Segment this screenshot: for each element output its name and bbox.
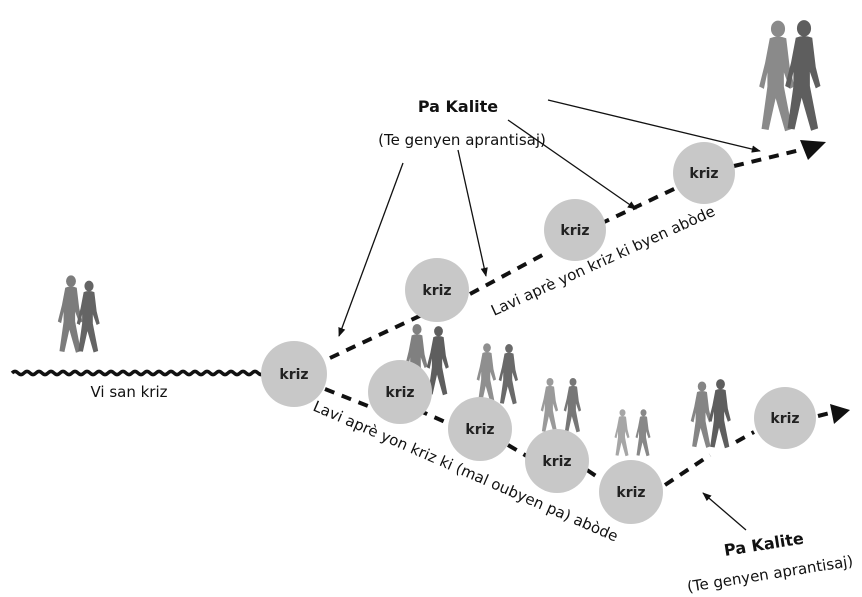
- crisis-circle-lower-1: kriz: [368, 360, 432, 424]
- crisis-circle-upper-1: kriz: [405, 258, 469, 322]
- no-crisis-wavy-line: [10, 369, 266, 377]
- couple-lower-path-2: [476, 343, 518, 405]
- crisis-circle-lower-3: kriz: [525, 429, 589, 493]
- crisis-circle-lower-4: kriz: [599, 460, 663, 524]
- lower-path-arrowhead: [830, 404, 850, 424]
- crisis-circle-lower-2: kriz: [448, 397, 512, 461]
- upper-path-arrowhead: [800, 140, 826, 160]
- couple-no-crisis: [57, 275, 100, 353]
- quality-label-upper: Pa Kalite (Te genyen aprantisaj): [378, 97, 546, 149]
- svg-text:kriz: kriz: [560, 223, 589, 239]
- svg-text:kriz: kriz: [542, 454, 571, 470]
- crisis-circle-start: kriz: [261, 341, 327, 407]
- crisis-circle-lower-5: kriz: [754, 387, 816, 449]
- svg-text:Pa Kalite: Pa Kalite: [723, 529, 805, 560]
- couple-lower-path-3: [540, 378, 582, 433]
- svg-text:(Te genyen aprantisaj): (Te genyen aprantisaj): [378, 131, 546, 149]
- svg-text:kriz: kriz: [689, 166, 718, 182]
- svg-text:kriz: kriz: [422, 283, 451, 299]
- couple-lower-path-recovery: [690, 379, 731, 449]
- couple-lower-path-4: [614, 409, 651, 457]
- svg-text:kriz: kriz: [465, 422, 494, 438]
- svg-text:kriz: kriz: [385, 385, 414, 401]
- quality-label-lower: Pa Kalite (Te genyen aprantisaj): [686, 529, 855, 596]
- svg-text:kriz: kriz: [616, 485, 645, 501]
- quality-arrows-upper: [338, 99, 761, 337]
- no-crisis-caption: Vi san kriz: [90, 383, 167, 401]
- upper-dashed-path: [329, 148, 801, 360]
- couple-upper-path-end: [759, 20, 821, 132]
- crisis-circle-upper-2: kriz: [544, 199, 606, 261]
- svg-text:Pa Kalite: Pa Kalite: [418, 97, 498, 116]
- svg-text:kriz: kriz: [770, 411, 799, 427]
- quality-arrow-lower: [702, 492, 747, 531]
- crisis-circle-upper-3: kriz: [673, 142, 735, 204]
- svg-text:(Te genyen aprantisaj): (Te genyen aprantisaj): [686, 552, 855, 596]
- svg-text:kriz: kriz: [279, 367, 308, 383]
